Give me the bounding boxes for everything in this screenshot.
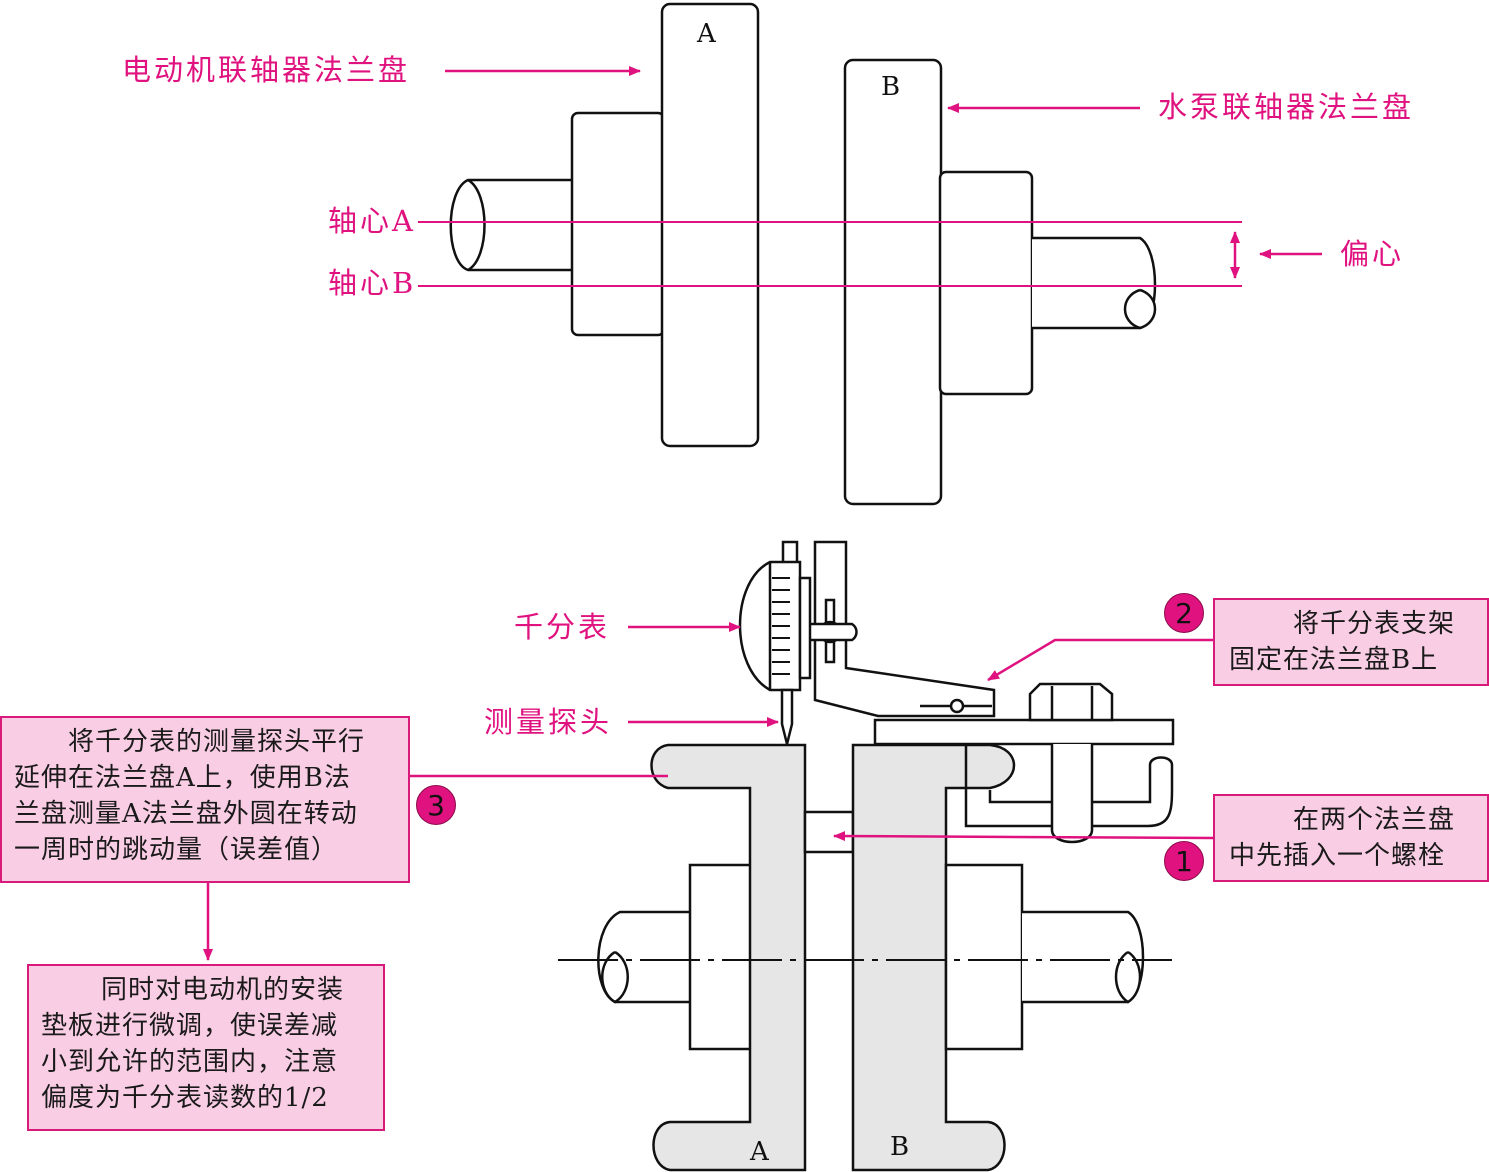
bottom-pump-hub [944,863,1024,1051]
bracket-plate [873,718,1175,746]
callout-3-line-3: 兰盘测量A法兰盘外圆在转动 [14,799,358,829]
callout-2-line-1: 将千分表支架 [1293,609,1456,639]
label-motor-flange: 电动机联轴器法兰盘 [122,53,411,87]
top-flange-b-letter: B [881,72,900,102]
bottom-motor-hub [688,863,754,1051]
callout-4-line-4: 偏度为千分表读数的1/2 [41,1083,329,1113]
callout-3-line-1: 将千分表的测量探头平行 [68,727,366,757]
arrow-callout-2 [987,638,1214,682]
callout-4-line-2: 垫板进行微调，使误差减 [41,1011,339,1041]
bracket-nut [1028,682,1114,722]
badge-2: 2 [1164,593,1204,633]
pump-hub [938,170,1034,396]
callout-4-box: 同时对电动机的安装 垫板进行微调，使误差减 小到允许的范围内，注意 偏度为千分表… [27,964,385,1131]
bottom-flange-b-letter: B [890,1132,909,1162]
dial-gauge-ticks [772,577,790,675]
callout-4-line-3: 小到允许的范围内，注意 [41,1047,339,1077]
motor-hub [570,111,666,337]
callout-1-line-2: 中先插入一个螺栓 [1229,841,1446,871]
motor-shaft [449,178,572,272]
label-dial-gauge: 千分表 [514,610,611,644]
top-flange-a-letter: A [696,19,717,49]
measuring-probe [780,688,794,745]
bottom-flange-a-letter: A [749,1137,770,1167]
callout-3-box: 将千分表的测量探头平行 延伸在法兰盘A上，使用B法 兰盘测量A法兰盘外圆在转动 … [0,716,410,883]
callout-2-box: 将千分表支架 固定在法兰盘B上 [1213,598,1489,686]
label-pump-flange: 水泵联轴器法兰盘 [1158,90,1415,124]
callout-4-line-1: 同时对电动机的安装 [101,975,345,1005]
callout-3-line-2: 延伸在法兰盘A上，使用B法 [14,763,351,793]
badge-1: 1 [1164,841,1204,881]
gauge-arm [813,540,996,718]
bottom-flange-b [851,743,1016,1172]
callout-1-box: 在两个法兰盘 中先插入一个螺栓 [1213,794,1489,882]
arrow-callout-1 [833,831,1215,842]
bottom-coupling-drawing [597,540,1175,1172]
flange-a [660,2,760,448]
label-eccentric: 偏心 [1340,237,1405,271]
label-axis-b: 轴心B [328,266,417,300]
label-probe: 测量探头 [484,705,613,739]
top-coupling-drawing [449,2,1157,506]
callout-2-line-2: 固定在法兰盘B上 [1229,645,1439,675]
callout-3-line-4: 一周时的跳动量（误差值） [14,835,339,865]
flange-b [843,58,943,506]
callout-1-line-1: 在两个法兰盘 [1293,805,1456,835]
badge-3: 3 [416,785,456,825]
label-axis-a: 轴心A [328,204,416,238]
bolt [803,810,855,854]
bracket-clamp [964,744,1174,828]
bottom-flange-a [650,743,807,1172]
